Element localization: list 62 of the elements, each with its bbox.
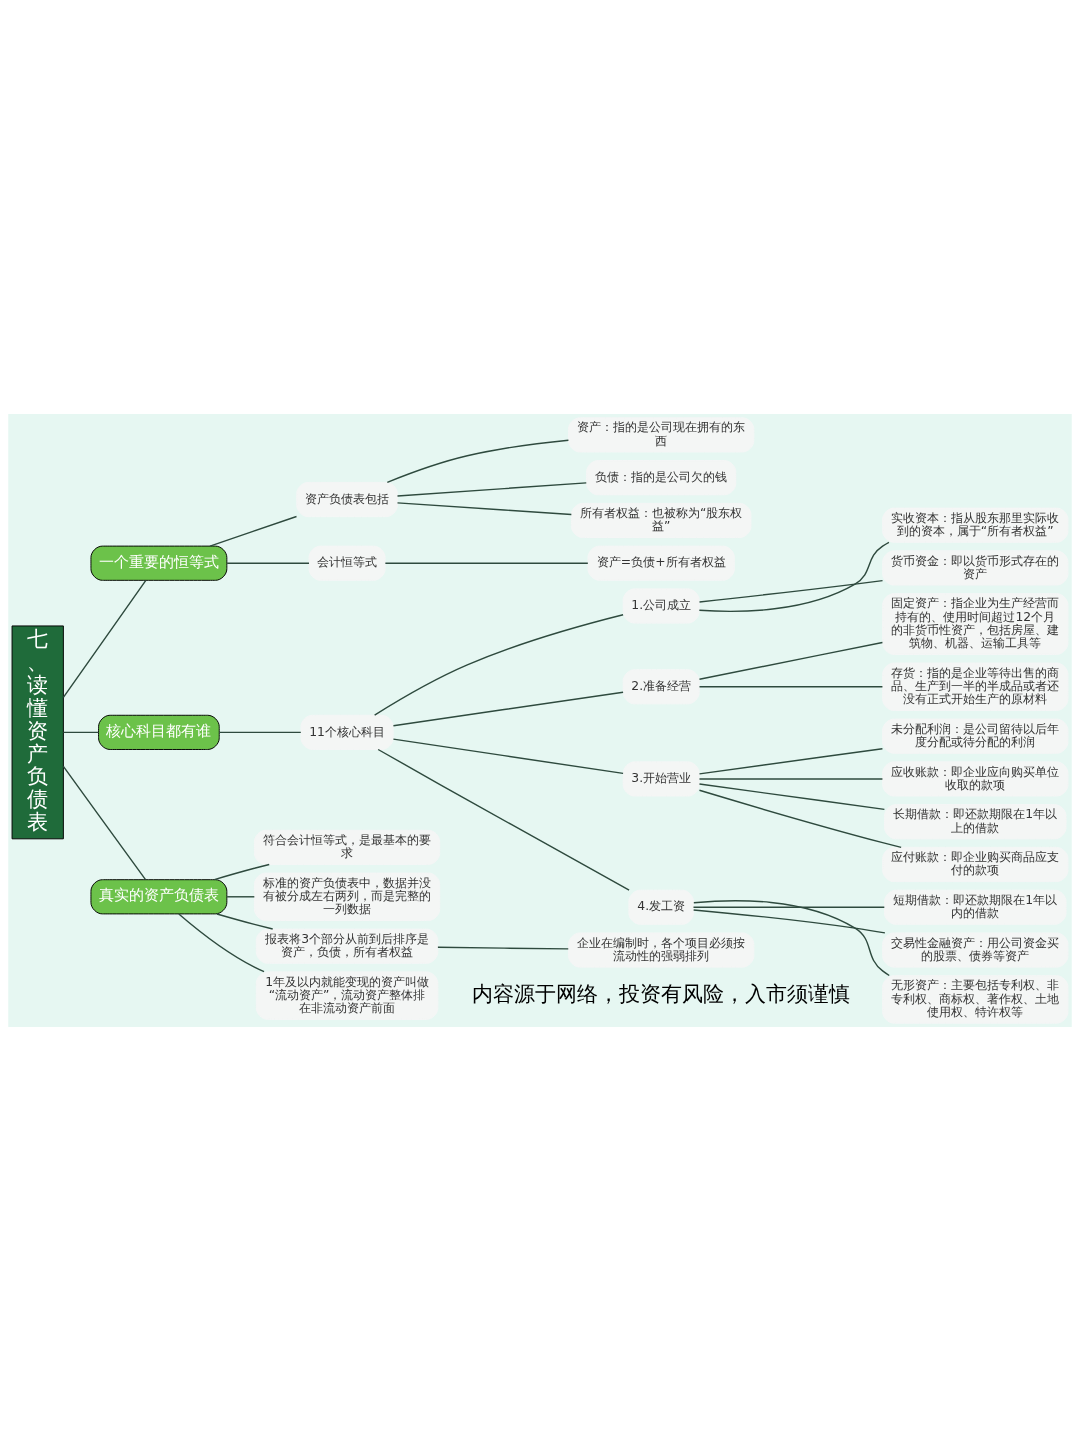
connector xyxy=(392,737,624,774)
connector xyxy=(62,579,147,698)
connector xyxy=(213,863,270,880)
connector xyxy=(698,641,884,680)
node-box: 短期借款：即还款期限在1年以内的借款 xyxy=(884,889,1067,925)
connector xyxy=(392,690,624,726)
connector xyxy=(384,562,589,564)
connector xyxy=(698,789,902,848)
node-box: 一个重要的恒等式 xyxy=(90,545,228,581)
connector xyxy=(396,481,587,497)
connector xyxy=(377,748,630,891)
node-box: 存货：指的是企业等待出售的商品、生产到一半的半成品或者还没有正式开始生产的原材料 xyxy=(882,662,1069,711)
node-box: 货币资金：即以货币形式存在的资产 xyxy=(882,549,1069,586)
node-box: 实收资本：指从股东那里实际收到的资本，属于“所有者权益” xyxy=(882,507,1069,543)
connector xyxy=(698,747,884,775)
node-box: 核心科目都有谁 xyxy=(98,714,220,750)
node-box: 4.发工资 xyxy=(628,889,694,925)
node-box: 所有者权益：也被称为“股东权益” xyxy=(570,502,752,538)
node-box: 2.准备经营 xyxy=(622,668,700,704)
connector xyxy=(178,912,265,972)
connector xyxy=(62,731,100,733)
node-box: 会计恒等式 xyxy=(308,545,386,581)
connector xyxy=(698,777,884,780)
node-box: 3.开始营业 xyxy=(622,760,700,797)
node-box: 长期借款：即还款期限在1年以上的借款 xyxy=(884,803,1067,839)
node-box: 未分配利润：是公司留待以后年度分配或待分配的利润 xyxy=(882,718,1069,754)
node-box: 无形资产：主要包括专利权、非专利权、商标权、著作权、土地使用权、特许权等 xyxy=(882,974,1069,1024)
connector xyxy=(218,731,302,733)
connector xyxy=(698,782,886,810)
connector xyxy=(698,541,890,612)
connector xyxy=(698,579,884,603)
node-box: 报表将3个部分从前到后排序是资产，负债，所有者权益 xyxy=(255,928,439,964)
node-box: 交易性金融资产：用公司资金买的股票、债券等资产 xyxy=(882,931,1069,968)
connector xyxy=(437,946,569,950)
connector xyxy=(386,439,570,483)
node-box: 企业在编制时，各个项目必须按流动性的强弱排列 xyxy=(568,931,755,968)
node-box: 11个核心科目 xyxy=(300,714,394,750)
node-box: 1年及以内就能变现的资产叫做“流动资产”，流动资产整体排在非流动资产前面 xyxy=(255,970,439,1020)
node-box: 资产：指的是公司现在拥有的东西 xyxy=(568,416,755,452)
connector xyxy=(396,501,573,515)
node-box: 负债：指的是公司欠的钱 xyxy=(586,459,737,495)
label: 内容源于网络，投资有风险，入市须谨慎 xyxy=(472,981,851,1006)
connector xyxy=(698,685,884,687)
node-box: 资产负债表包括 xyxy=(296,481,398,517)
connector xyxy=(692,908,886,934)
node-box: 资产=负债+所有者权益 xyxy=(587,545,735,581)
connector xyxy=(62,765,147,880)
node-box: 符合会计恒等式，是最基本的要求 xyxy=(253,829,441,865)
connector xyxy=(226,562,310,564)
connector xyxy=(226,895,256,897)
node-box: 固定资产：指企业为生产经营而持有的、使用时间超过12个月的非货币性资产，包括房屋、建筑物、机器、运输工具等 xyxy=(882,592,1069,655)
connector xyxy=(216,912,274,930)
node-box: 七、读懂资产负债表 xyxy=(11,624,64,839)
connector xyxy=(693,899,890,976)
node-box: 真实的资产负债表 xyxy=(90,878,228,914)
node-box: 1.公司成立 xyxy=(622,587,700,624)
connector xyxy=(692,906,886,908)
connector xyxy=(373,613,624,716)
node-box: 应收账款：即企业应向购买单位收取的款项 xyxy=(882,760,1069,797)
node-box: 应付账款：即企业购买商品应支付的款项 xyxy=(882,846,1069,882)
node-box: 标准的资产负债表中，数据并没有被分成左右两列，而是完整的一列数据 xyxy=(253,872,441,921)
connector xyxy=(209,515,298,547)
